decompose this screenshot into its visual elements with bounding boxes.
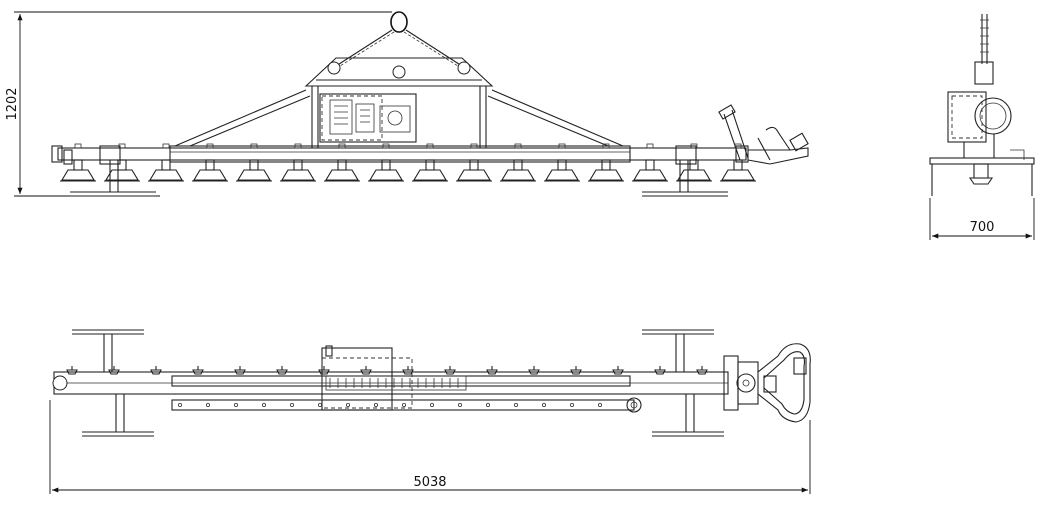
front-view: [51, 11, 809, 197]
suction-cup: [236, 143, 272, 182]
cup-knob: [66, 366, 78, 375]
cup-knob: [276, 366, 288, 375]
cup-knob: [696, 366, 708, 375]
side-beam: [929, 157, 1035, 165]
control-handle: [718, 104, 809, 165]
left-brace: [174, 89, 311, 147]
height-label: 1202: [5, 87, 20, 120]
cup-knob: [486, 366, 498, 375]
vacuum-unit: [319, 93, 417, 143]
rail-hole: [598, 402, 603, 407]
top-vacuum-unit: [321, 347, 393, 411]
rail-hole: [233, 402, 238, 407]
cup-knob: [402, 366, 414, 375]
cup-knob: [360, 366, 372, 375]
suction-cup: [104, 143, 140, 182]
width-dimension: 700: [929, 198, 1035, 240]
cup-knob: [570, 366, 582, 375]
cup-knob: [192, 366, 204, 375]
rail-hole: [542, 402, 547, 407]
suction-cup: [720, 143, 756, 182]
rail-hole: [514, 402, 519, 407]
suction-cup: [60, 143, 96, 182]
cup-knob: [234, 366, 246, 375]
rail-hole: [401, 402, 406, 407]
rail-hole: [177, 402, 182, 407]
rail-hole: [429, 402, 434, 407]
top-right-arm-upper: [642, 329, 714, 372]
side-view: [929, 14, 1035, 196]
suction-cups-front: [60, 143, 756, 182]
suction-cup: [148, 143, 184, 182]
cup-knob: [528, 366, 540, 375]
length-dimension: 5038: [49, 400, 811, 494]
rail-holes: [177, 402, 603, 407]
height-dimension: 1202: [5, 11, 392, 197]
length-label: 5038: [413, 475, 446, 490]
suction-cup: [588, 143, 624, 182]
suction-cup: [500, 143, 536, 182]
rail-hole: [289, 402, 294, 407]
suction-cup: [280, 143, 316, 182]
suction-cup: [192, 143, 228, 182]
top-left-arm-upper: [72, 329, 144, 372]
side-chain: [981, 14, 988, 64]
rail-hole: [205, 402, 210, 407]
side-gauge: [974, 97, 1012, 135]
rail-hole: [570, 402, 575, 407]
width-label: 700: [970, 220, 995, 235]
cup-knob: [612, 366, 624, 375]
suction-cup: [324, 143, 360, 182]
top-right-arm-lower: [652, 394, 724, 437]
rail-hole: [457, 402, 462, 407]
lifting-frame: [304, 57, 494, 87]
suction-cup: [632, 143, 668, 182]
rail-hole: [485, 402, 490, 407]
cup-knob: [654, 366, 666, 375]
suction-cup-knobs-top: [66, 366, 708, 375]
rail-hole: [317, 402, 322, 407]
cup-knob: [150, 366, 162, 375]
cup-knob: [108, 366, 120, 375]
suction-cup: [676, 143, 712, 182]
rail-hole: [261, 402, 266, 407]
right-brace: [487, 89, 624, 147]
cup-knob: [444, 366, 456, 375]
rail-hole: [345, 402, 350, 407]
left-cross-foot: [70, 160, 156, 197]
side-legs: [931, 164, 1033, 196]
rail-hole: [373, 402, 378, 407]
top-left-arm-lower: [82, 394, 154, 437]
right-cross-foot: [642, 160, 728, 197]
main-beam: [57, 147, 747, 161]
suction-cup: [368, 143, 404, 182]
suction-cup: [544, 143, 580, 182]
lifting-chain: [335, 29, 463, 67]
suction-cup: [412, 143, 448, 182]
top-rail: [171, 399, 635, 411]
suction-cup: [456, 143, 492, 182]
cup-knob: [318, 366, 330, 375]
lifting-eye: [390, 11, 408, 33]
side-vacuum-unit: [947, 91, 987, 143]
top-view: [52, 329, 811, 437]
top-handle: [757, 343, 811, 423]
